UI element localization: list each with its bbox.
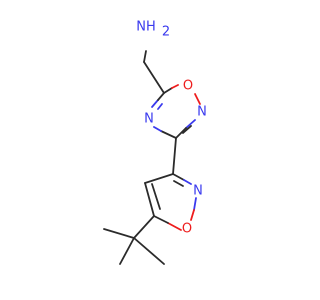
isoxazole-nitrogen-label: N bbox=[193, 184, 203, 199]
bond-c5-c4-isox bbox=[144, 182, 155, 217]
amine-nitrogen-label: NH bbox=[136, 20, 156, 35]
bond-c4-c3-isox bbox=[144, 173, 174, 184]
bond-tbu-methyl-down bbox=[119, 237, 135, 265]
oxadiazole-nitrogen-left: N bbox=[144, 112, 154, 127]
bond-c3-n2-isox bbox=[172, 173, 185, 181]
bond-ch2-ring bbox=[143, 61, 165, 94]
bond-c3-n4-hetero bbox=[153, 126, 162, 132]
bond-n4-c5-carbon bbox=[157, 92, 165, 101]
bond-tbu-methyl-left bbox=[103, 228, 135, 239]
bond-c3-n4 bbox=[160, 130, 177, 139]
bond-c5-o1 bbox=[163, 87, 173, 94]
bond-o1-n2 bbox=[194, 93, 201, 105]
bond-ring-quaternary bbox=[133, 215, 155, 239]
isoxazole-oxygen-label: O bbox=[182, 222, 192, 237]
bond-n2-o1-isox bbox=[193, 197, 197, 211]
isoxazole-nitrogen: N bbox=[193, 184, 203, 199]
bond-o1-c5-isox-carbon bbox=[153, 215, 169, 224]
isoxazole-oxygen: O bbox=[182, 222, 192, 237]
amine-group: NH 2 bbox=[135, 15, 171, 41]
bond-n2-c3-double bbox=[182, 125, 192, 134]
bond-c3-n2-isox-double bbox=[173, 180, 184, 187]
bond-tbu-methyl-right bbox=[133, 237, 165, 265]
bond-n-ch2-part bbox=[143, 50, 147, 63]
bond-ring-link bbox=[172, 137, 177, 175]
bond-n2-o1-isox-oxygen bbox=[190, 209, 195, 221]
molecule-structure: NH 2 O N N N O bbox=[103, 15, 207, 265]
bond-n4-c5-double bbox=[157, 103, 163, 110]
bond-c3-n2-isox-hetero bbox=[183, 179, 192, 185]
amine-hydrogen-count: 2 bbox=[162, 25, 170, 40]
bond-c5-o1-hetero bbox=[171, 84, 179, 89]
bond-n2-c3-hetero bbox=[185, 119, 196, 129]
oxadiazole-nitrogen-left-label: N bbox=[144, 112, 154, 127]
bond-c5-c4-isox-double bbox=[151, 183, 161, 210]
bond-o1-c5-isox bbox=[167, 222, 182, 231]
bond-n2-c3 bbox=[175, 127, 187, 139]
oxadiazole-oxygen-label: O bbox=[183, 79, 193, 94]
oxadiazole-nitrogen-right: N bbox=[197, 105, 207, 120]
oxadiazole-nitrogen-right-label: N bbox=[197, 105, 207, 120]
bond-n4-c5 bbox=[151, 99, 159, 108]
oxadiazole-oxygen: O bbox=[183, 79, 193, 94]
